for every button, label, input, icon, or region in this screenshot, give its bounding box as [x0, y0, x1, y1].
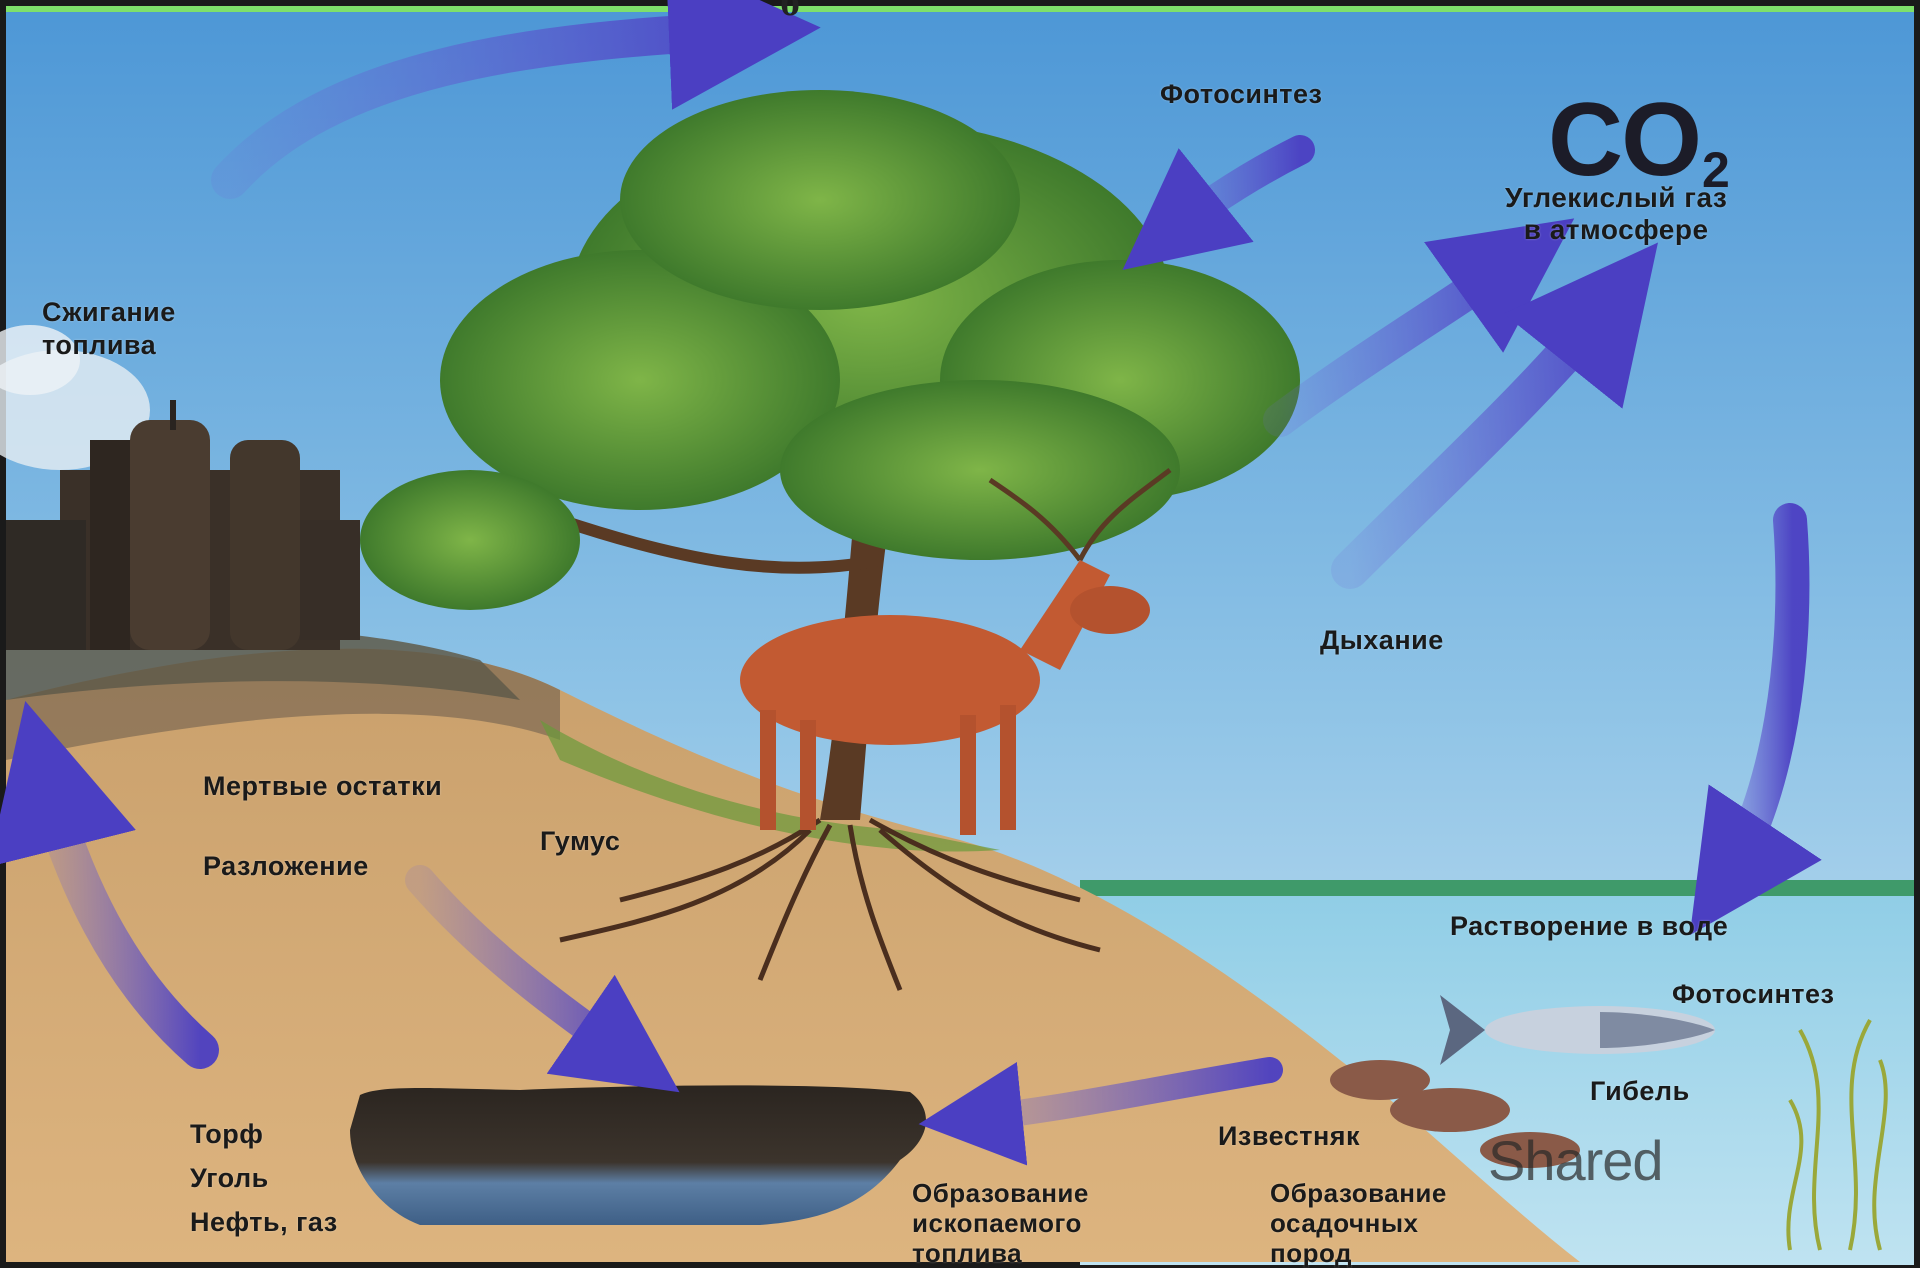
fossil-deposit	[350, 1085, 926, 1225]
label-fuel-burning: Сжигание топлива	[42, 296, 176, 362]
label-death: Гибель	[1590, 1075, 1690, 1108]
label-photosynthesis-top: Фотосинтез	[1160, 78, 1322, 111]
label-sediment-formation: Образование осадочных пород	[1270, 1178, 1447, 1268]
label-peat: Торф	[190, 1118, 263, 1151]
watermark: Shared	[1488, 1128, 1663, 1193]
label-fossil-fuel-formation: Образование ископаемого топлива	[912, 1178, 1089, 1268]
label-dead-remains: Мертвые остатки	[203, 770, 442, 803]
co2-caption: Углекислый газ в атмосфере	[1505, 182, 1727, 246]
label-coal: Уголь	[190, 1162, 269, 1195]
label-oil-gas: Нефть, газ	[190, 1206, 338, 1239]
label-humus: Гумус	[540, 825, 620, 858]
label-dissolution: Растворение в воде	[1450, 910, 1728, 943]
label-photosynthesis-water: Фотосинтез	[1672, 978, 1834, 1011]
top-text-fragment: б	[780, 0, 800, 25]
label-limestone: Известняк	[1218, 1120, 1360, 1153]
label-respiration: Дыхание	[1320, 624, 1444, 657]
label-decomposition: Разложение	[203, 850, 369, 883]
